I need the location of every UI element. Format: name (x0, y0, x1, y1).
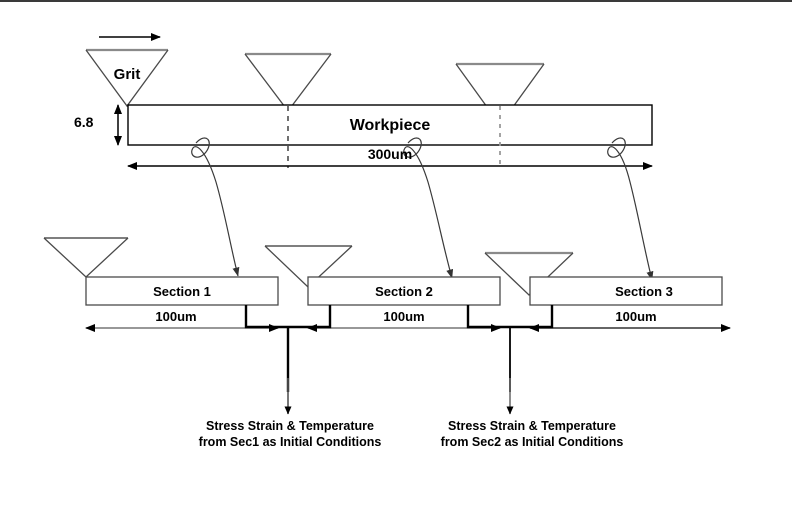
section1-grit-icon (43, 237, 129, 278)
section-2-label: Section 2 (375, 284, 433, 299)
section2-results-note-line2: from Sec2 as Initial Conditions (440, 434, 624, 449)
workpiece-bar (127, 104, 653, 146)
grit-2-icon (244, 53, 332, 113)
section2-results-note: Stress Strain & Temperature from Sec2 as… (441, 419, 624, 450)
grit-1-icon (85, 49, 169, 108)
section-2-length-label: 100um (383, 309, 425, 324)
workpiece-thickness-label: 6.8 (74, 114, 94, 130)
grit-label: Grit (113, 66, 141, 83)
section1-results-note: Stress Strain & Temperature from Sec1 as… (199, 419, 382, 450)
section1-outlet-bracket (244, 305, 288, 329)
section1-results-note-line2: from Sec1 as Initial Conditions (198, 434, 382, 449)
section2-results-note-line1: Stress Strain & Temperature (448, 419, 616, 433)
section-1-label: Section 1 (153, 284, 211, 299)
section1-results-note-line1: Stress Strain & Temperature (206, 419, 374, 433)
section-3-length-label: 100um (615, 309, 657, 324)
section3-grit-icon (484, 252, 574, 296)
section2-inlet-bracket (288, 305, 332, 329)
section-1-length-label: 100um (155, 309, 197, 324)
section-3-bar (529, 276, 723, 306)
mapping-arrow-to-section3 (607, 137, 654, 281)
section3-inlet-bracket (510, 305, 554, 329)
section-1-bar (85, 276, 279, 306)
section-2-bar (307, 276, 501, 306)
mapping-arrow-to-section1 (191, 137, 240, 277)
section-3-label: Section 3 (615, 284, 673, 299)
mapping-arrow-to-section2 (403, 137, 454, 279)
workpiece-label: Workpiece (349, 117, 431, 134)
section2-outlet-bracket (466, 305, 510, 329)
workpiece-length-label: 300um (367, 146, 413, 162)
